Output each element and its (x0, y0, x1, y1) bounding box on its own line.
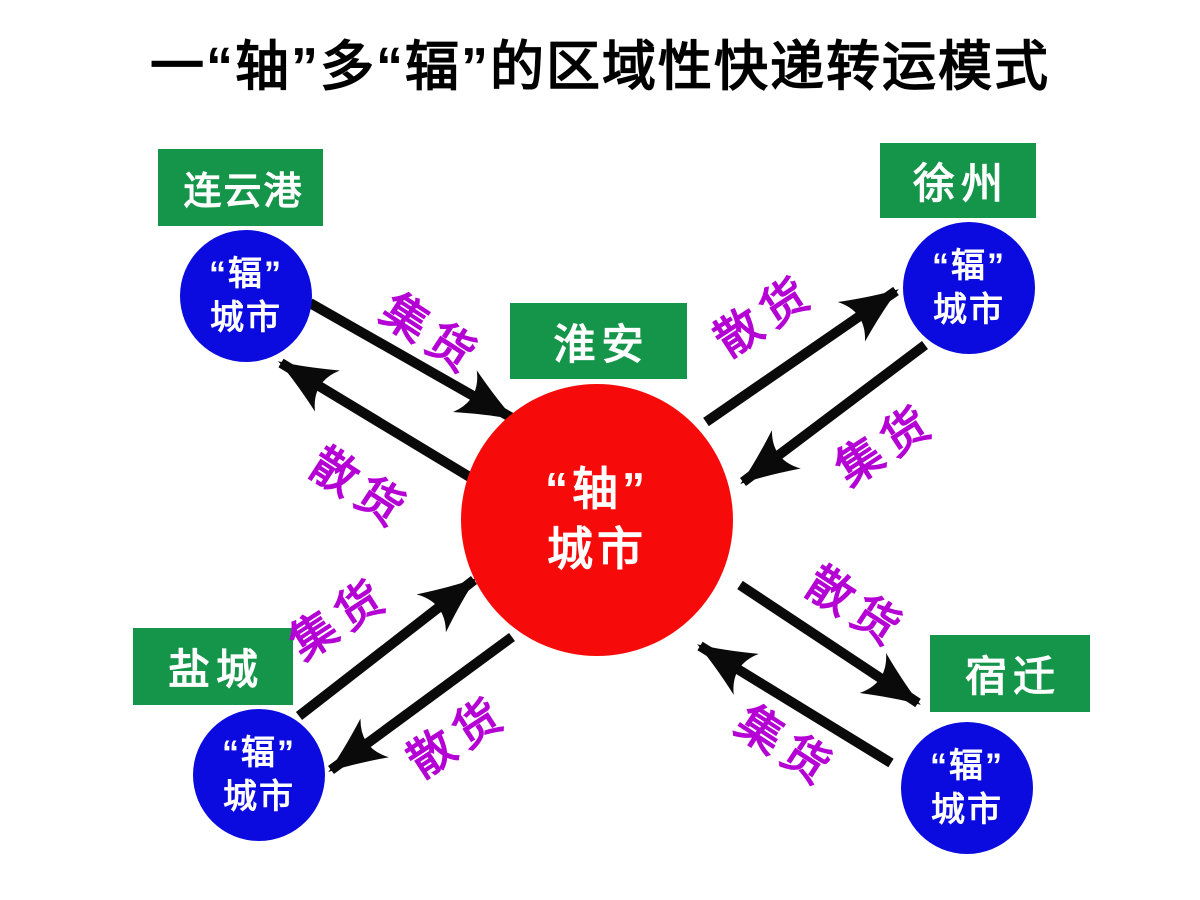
city-label-huaian-text: 淮安 (553, 320, 650, 368)
hub-node-huaian: “轴” 城市 (461, 384, 733, 656)
arrow-collect-from-xuzhou (739, 341, 929, 486)
city-label-huaian: 淮安 (510, 303, 687, 379)
spoke-node-line1: “辐” (222, 733, 296, 772)
city-label-yancheng-text: 盐城 (167, 646, 264, 693)
arrow-distribute-to-yancheng (328, 632, 515, 775)
arrow-collect-from-lianyungang (307, 298, 515, 423)
arrow-collect-from-suqian (697, 641, 894, 768)
spoke-node-line1: “辐” (930, 746, 1004, 785)
city-label-suqian: 宿迁 (930, 635, 1090, 712)
city-label-lianyungang-text: 连云港 (183, 171, 304, 213)
hub-node-line1: “轴” (545, 463, 649, 516)
arrow-distribute-to-suqian (737, 580, 921, 708)
spoke-node-line2: 城市 (933, 291, 1005, 329)
spoke-node-line2: 城市 (223, 778, 295, 816)
arrow-distribute-to-lianyungang (278, 358, 476, 484)
spoke-node-line2: 城市 (210, 299, 282, 337)
spoke-node-yancheng: “辐” 城市 (193, 709, 325, 841)
spoke-node-lianyungang: “辐” 城市 (180, 230, 312, 362)
spoke-node-line1: “辐” (932, 246, 1006, 285)
spoke-node-suqian: “辐” 城市 (901, 722, 1033, 854)
hub-node-line2: 城市 (547, 523, 647, 575)
city-label-lianyungang: 连云港 (158, 149, 323, 226)
arrow-collect-from-yancheng (295, 576, 478, 720)
city-label-xuzhou: 徐州 (880, 143, 1036, 218)
spoke-node-line2: 城市 (931, 791, 1003, 829)
city-label-suqian-text: 宿迁 (964, 653, 1061, 700)
spoke-node-xuzhou: “辐” 城市 (903, 222, 1035, 354)
city-label-yancheng: 盐城 (133, 628, 293, 705)
diagram-title: 一“轴”多“辐”的区域性快递转运模式 (150, 37, 1050, 97)
arrow-distribute-to-xuzhou (703, 286, 899, 427)
city-label-xuzhou-text: 徐州 (912, 160, 1009, 207)
spoke-node-line1: “辐” (209, 254, 283, 293)
